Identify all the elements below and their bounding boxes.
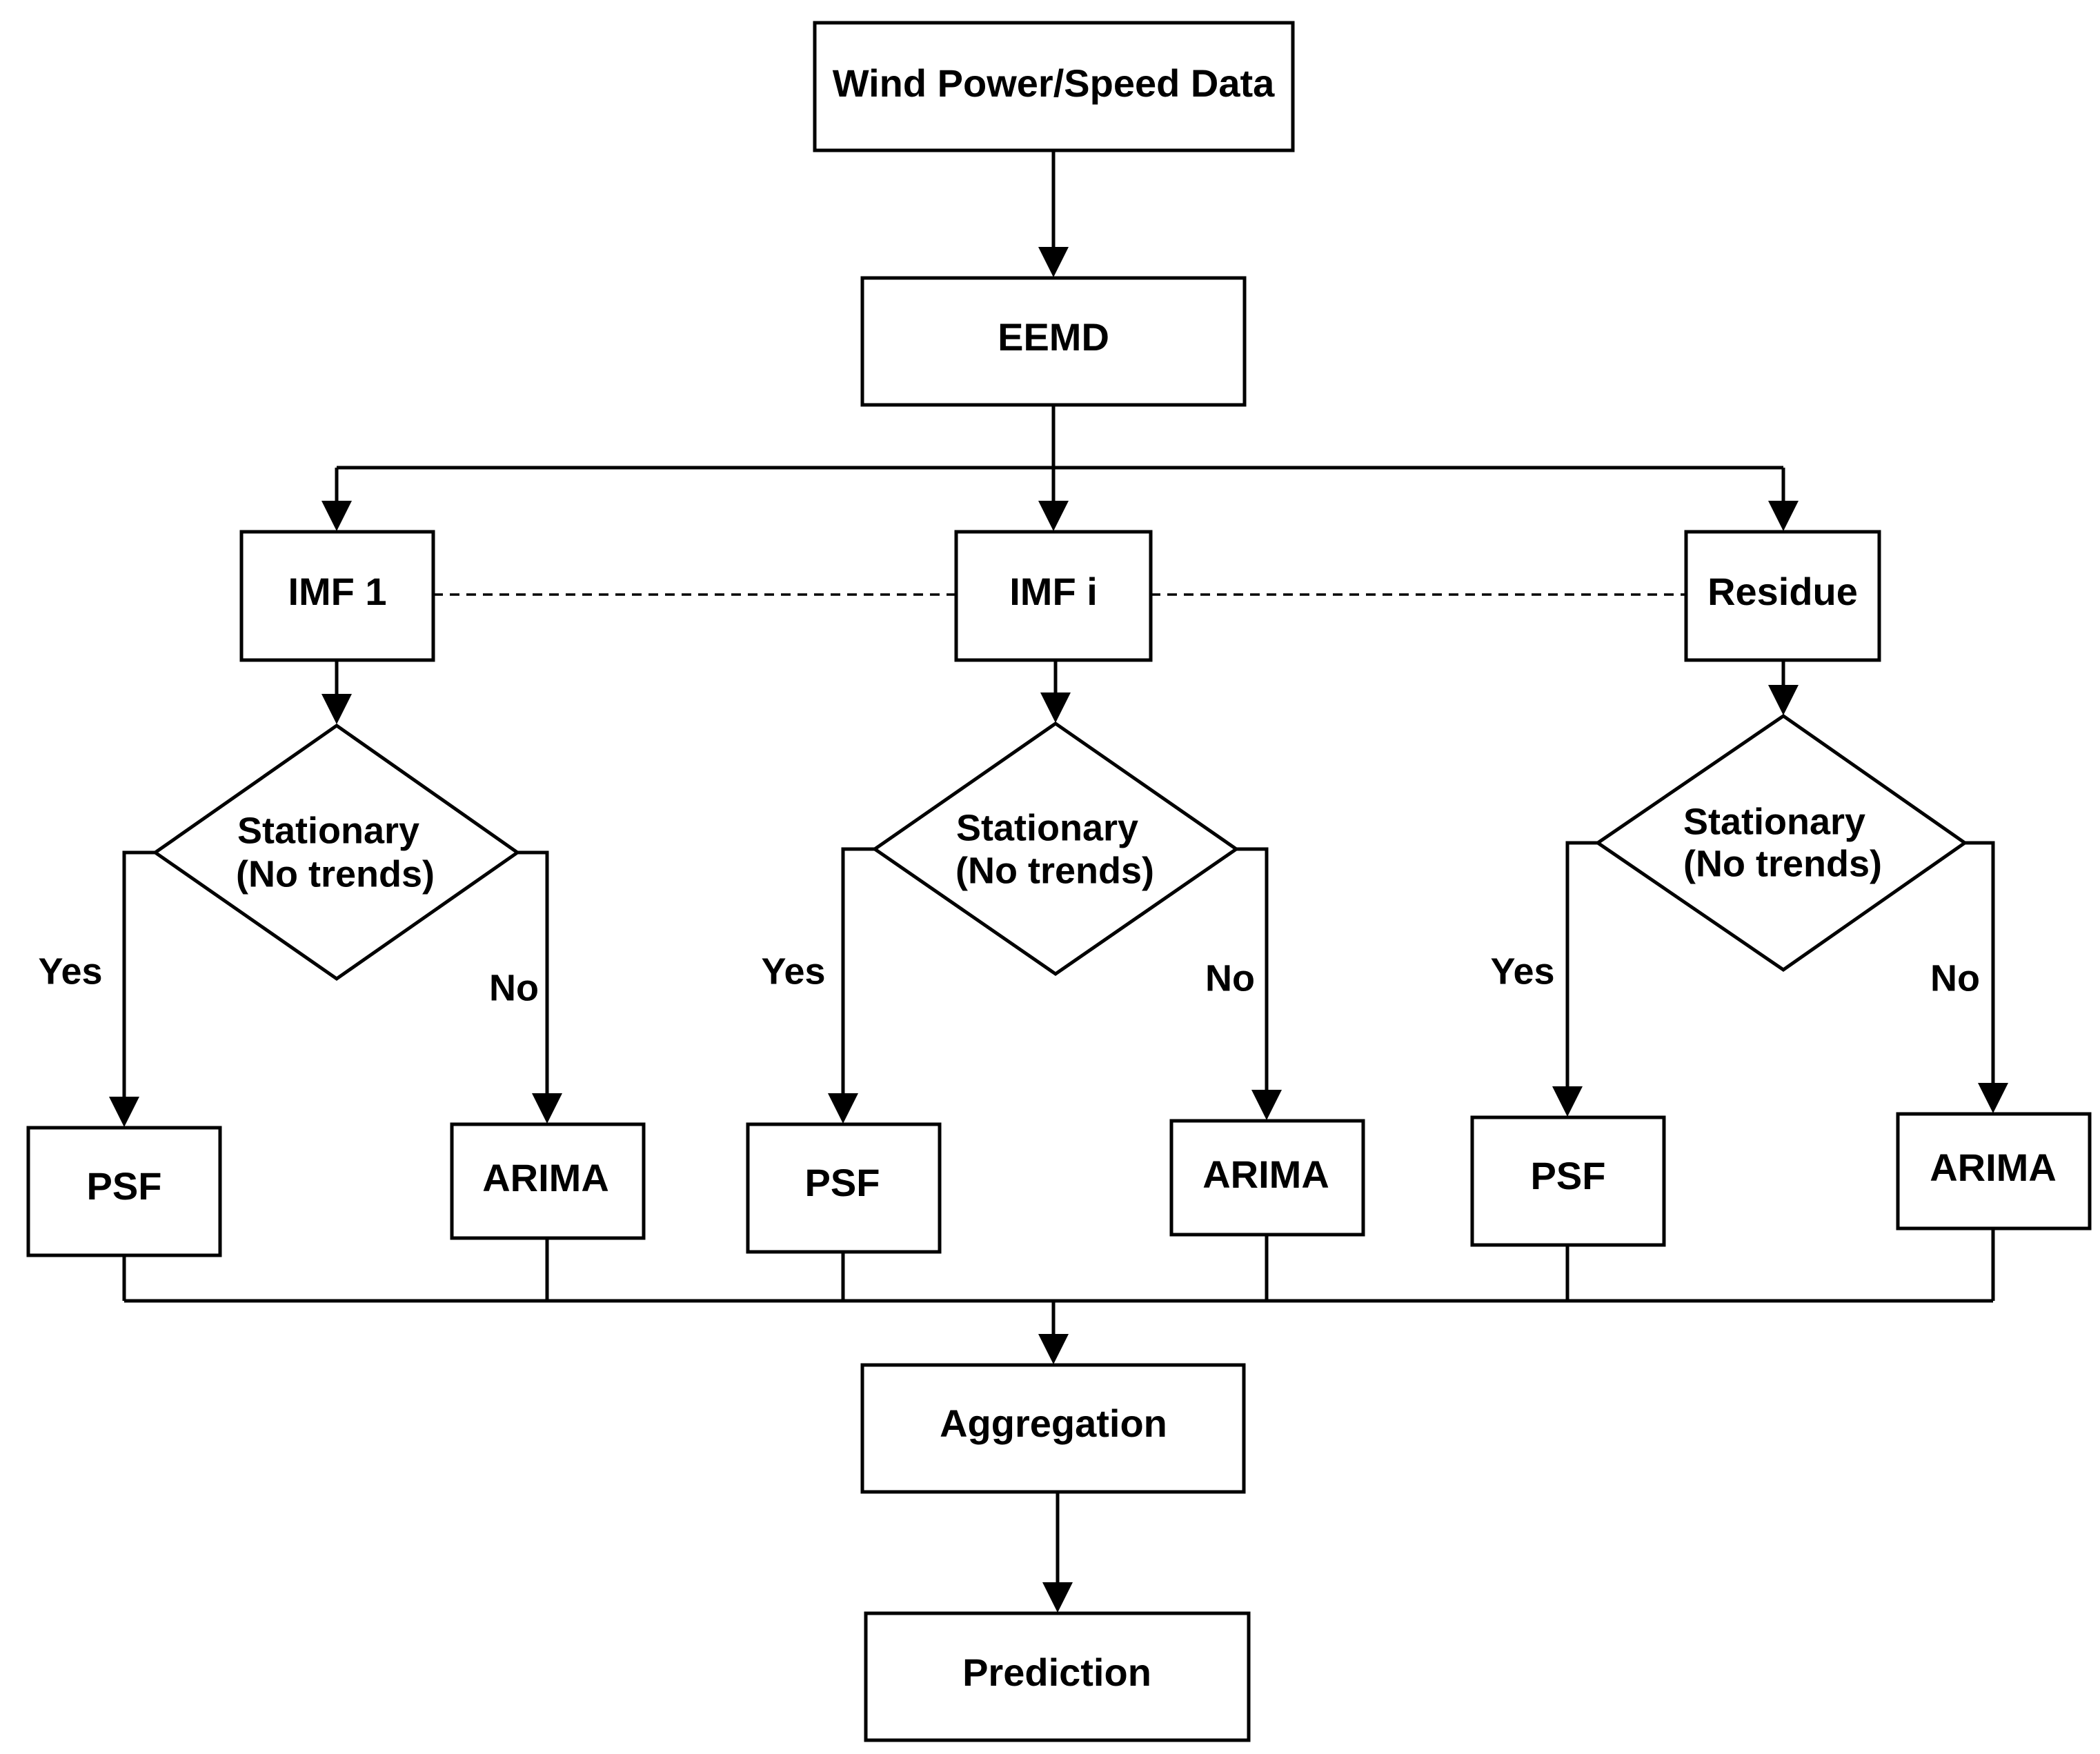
- arrowhead: [828, 1093, 858, 1124]
- node-residue-label: Residue: [1707, 570, 1858, 613]
- node-imf-i-label: IMF i: [1009, 570, 1098, 613]
- node-eemd: EEMD: [860, 276, 1247, 407]
- edge-decision1-yes: [122, 850, 155, 1102]
- branch-label-yes-2: Yes: [761, 950, 825, 992]
- decision-3-line-1: Stationary: [1683, 801, 1865, 842]
- decision-2-line-1: Stationary: [956, 807, 1138, 848]
- decision-stationary-2: Stationary (No trends): [871, 721, 1240, 977]
- edge-eemd-split: [335, 405, 1785, 506]
- branch-label-no-2: No: [1205, 957, 1255, 999]
- arrowhead: [1038, 501, 1069, 531]
- node-eemd-label: EEMD: [998, 315, 1109, 359]
- branch-label-yes-1: Yes: [38, 950, 102, 992]
- node-arima-1: ARIMA: [450, 1122, 646, 1240]
- node-psf-3-label: PSF: [1531, 1154, 1606, 1197]
- arrowhead: [109, 1097, 139, 1127]
- node-arima-3: ARIMA: [1896, 1112, 2092, 1230]
- edge-decision3-yes: [1565, 841, 1598, 1091]
- node-psf-2-label: PSF: [805, 1161, 880, 1204]
- node-psf-3: PSF: [1470, 1115, 1666, 1247]
- arrowhead: [1040, 692, 1071, 723]
- edge-decision2-yes: [841, 847, 875, 1098]
- node-imf-i: IMF i: [954, 530, 1153, 662]
- arrowhead: [1978, 1083, 2008, 1113]
- node-imf-1: IMF 1: [239, 530, 435, 662]
- decision-2-line-2: (No trends): [955, 850, 1154, 891]
- edge-decision2-no: [1236, 847, 1269, 1095]
- node-source: Wind Power/Speed Data: [813, 21, 1295, 152]
- arrowhead: [532, 1093, 562, 1124]
- edge-decision3-no: [1965, 841, 1995, 1088]
- edge-methods-collector: [122, 1228, 1995, 1338]
- arrowhead: [1042, 1582, 1073, 1613]
- arrowhead: [1768, 685, 1799, 715]
- node-aggregation-label: Aggregation: [940, 1402, 1167, 1445]
- decision-stationary-3: Stationary (No trends): [1594, 713, 1968, 973]
- arrowhead: [1038, 1334, 1069, 1364]
- node-aggregation: Aggregation: [860, 1363, 1246, 1494]
- arrowhead: [1552, 1086, 1583, 1117]
- node-arima-3-label: ARIMA: [1930, 1146, 2057, 1189]
- decision-1-line-1: Stationary: [237, 810, 419, 851]
- arrowhead: [1038, 247, 1069, 277]
- node-psf-1: PSF: [26, 1126, 222, 1257]
- node-prediction-label: Prediction: [962, 1651, 1151, 1694]
- node-arima-2-label: ARIMA: [1202, 1153, 1329, 1196]
- arrowhead: [321, 501, 352, 531]
- arrowhead: [1251, 1090, 1282, 1120]
- edge-decision1-no: [517, 850, 549, 1098]
- node-prediction: Prediction: [864, 1611, 1251, 1742]
- node-arima-2: ARIMA: [1169, 1119, 1365, 1237]
- node-imf-1-label: IMF 1: [288, 570, 386, 613]
- node-residue: Residue: [1684, 530, 1881, 662]
- arrowhead: [321, 694, 352, 724]
- node-arima-1-label: ARIMA: [482, 1156, 609, 1199]
- node-source-label: Wind Power/Speed Data: [833, 61, 1275, 105]
- arrowhead: [1768, 501, 1799, 531]
- node-psf-1-label: PSF: [87, 1164, 162, 1208]
- branch-label-no-3: No: [1930, 957, 1980, 999]
- connectors: [109, 150, 2008, 1613]
- decision-stationary-1: Stationary (No trends): [152, 723, 521, 981]
- node-psf-2: PSF: [746, 1122, 942, 1254]
- decision-1-line-2: (No trends): [236, 853, 435, 895]
- branch-label-no-1: No: [489, 967, 539, 1008]
- decision-3-line-2: (No trends): [1683, 843, 1882, 884]
- branch-label-yes-3: Yes: [1490, 950, 1554, 992]
